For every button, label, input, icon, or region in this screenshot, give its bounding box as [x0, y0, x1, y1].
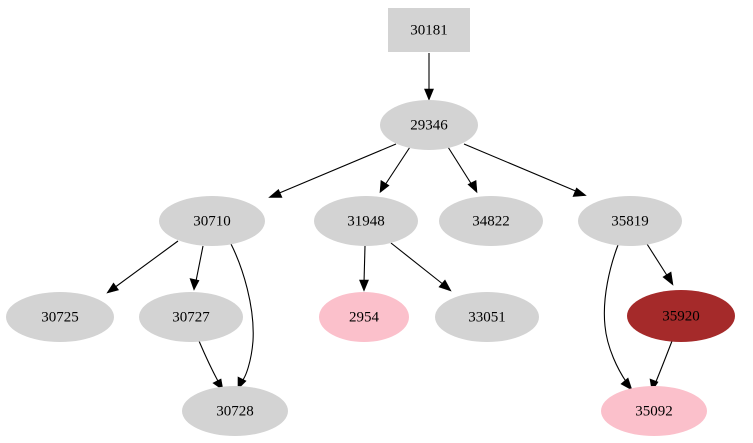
- node-30181-shape[interactable]: [388, 8, 470, 52]
- edge-31948-33051: [390, 242, 452, 292]
- node-30725-shape[interactable]: [6, 292, 114, 342]
- node-35819[interactable]: 35819: [578, 196, 682, 246]
- node-31948-shape[interactable]: [314, 196, 418, 246]
- edge-29346-35819: [463, 143, 587, 197]
- node-2954[interactable]: 2954: [319, 292, 409, 342]
- edge-31948-2954: [359, 245, 369, 292]
- edge-30710-30728: [230, 243, 254, 390]
- node-35920[interactable]: 35920: [627, 290, 735, 342]
- edge-30727-30728: [198, 340, 224, 391]
- node-33051[interactable]: 33051: [435, 292, 539, 342]
- edge-29346-31948: [379, 146, 411, 194]
- node-34822-shape[interactable]: [439, 196, 543, 246]
- node-31948[interactable]: 31948: [314, 196, 418, 246]
- edge-35819-35920: [646, 243, 674, 286]
- node-30727[interactable]: 30727: [139, 292, 243, 342]
- node-34822[interactable]: 34822: [439, 196, 543, 246]
- node-35092[interactable]: 35092: [601, 386, 707, 436]
- edge-29346-34822: [447, 146, 478, 194]
- edge-30710-30725: [106, 240, 179, 294]
- node-33051-shape[interactable]: [435, 292, 539, 342]
- node-30727-shape[interactable]: [139, 292, 243, 342]
- edges-layer: [106, 53, 674, 392]
- node-30728-shape[interactable]: [182, 386, 288, 436]
- edge-30710-30727: [189, 245, 204, 291]
- node-35819-shape[interactable]: [578, 196, 682, 246]
- node-35092-shape[interactable]: [601, 386, 707, 436]
- nodes-layer: 30181 29346 30710 31948 34822 35819: [6, 8, 735, 436]
- node-30181[interactable]: 30181: [388, 8, 470, 52]
- edge-29346-30710: [268, 143, 397, 198]
- edge-35920-35092: [649, 340, 673, 392]
- node-30725[interactable]: 30725: [6, 292, 114, 342]
- node-30728[interactable]: 30728: [182, 386, 288, 436]
- node-29346-shape[interactable]: [380, 100, 478, 150]
- node-30710-shape[interactable]: [159, 196, 265, 246]
- node-30710[interactable]: 30710: [159, 196, 265, 246]
- node-35920-shape[interactable]: [627, 290, 735, 342]
- node-2954-shape[interactable]: [319, 292, 409, 342]
- node-29346[interactable]: 29346: [380, 100, 478, 150]
- edge-30181-29346: [424, 53, 434, 101]
- edge-35819-35092: [603, 244, 633, 391]
